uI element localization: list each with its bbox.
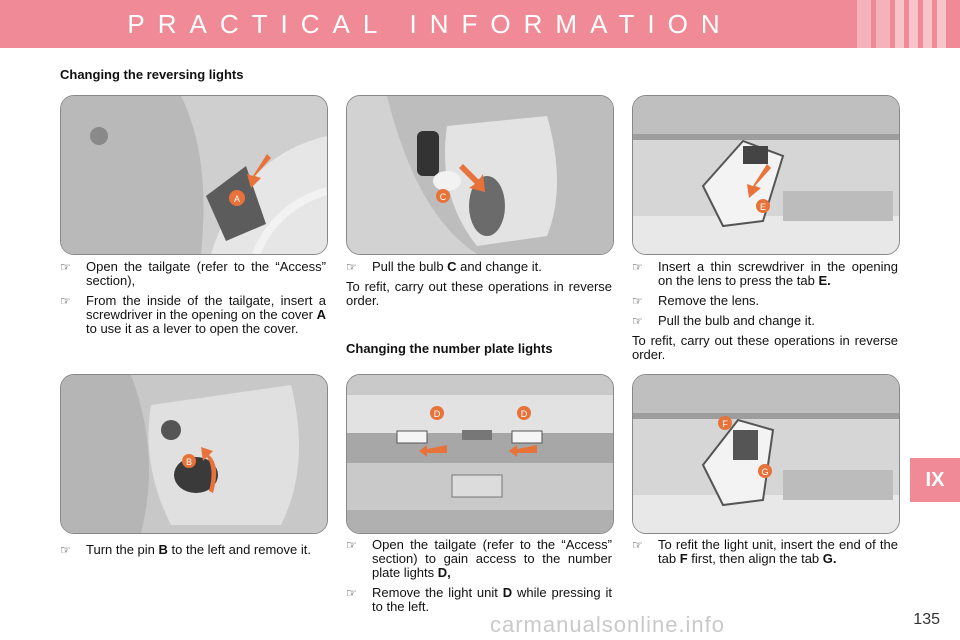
col3-top-instructions: ☞ Insert a thin screwdriver in the openi… <box>632 260 898 362</box>
bullet-icon: ☞ <box>60 543 71 557</box>
header-stripes <box>857 0 946 48</box>
bullet-icon: ☞ <box>346 260 357 274</box>
label-d-right: D <box>521 409 528 419</box>
instruction-item: ☞ Pull the bulb and change it. <box>632 313 815 329</box>
photo-number-plate-lights: D D <box>346 374 614 534</box>
col2-top-instructions: ☞ Pull the bulb C and change it. To refi… <box>346 260 612 308</box>
bullet-icon: ☞ <box>632 294 643 308</box>
instruction-item: ☞ Open the tailgate (refer to the “Acces… <box>60 259 326 288</box>
bullet-icon: ☞ <box>60 260 71 274</box>
photo-pin-b: B <box>60 374 328 534</box>
label-f: F <box>722 419 728 429</box>
photo-tailgate-cover: A <box>60 95 328 255</box>
instruction-item: ☞ Open the tailgate (refer to the “Acces… <box>346 537 612 580</box>
photo-reversing-bulb: C <box>346 95 614 255</box>
label-b: B <box>186 457 192 467</box>
page-number: 135 <box>913 611 940 628</box>
heading-number-plate-lights: Changing the number plate lights <box>346 341 553 356</box>
bullet-icon: ☞ <box>346 586 357 600</box>
bullet-icon: ☞ <box>346 538 357 552</box>
bullet-icon: ☞ <box>60 294 71 308</box>
heading-reversing-lights: Changing the reversing lights <box>60 67 244 82</box>
photo-light-unit-tab-e: E <box>632 95 900 255</box>
col1-top-instructions: ☞ Open the tailgate (refer to the “Acces… <box>60 260 326 342</box>
col1-bottom-instructions: ☞ Turn the pin B to the left and remove … <box>60 543 326 563</box>
instruction-item: ☞ Remove the lens. <box>632 293 760 309</box>
instruction-item: ☞ To refit the light unit, insert the en… <box>632 537 898 566</box>
label-g: G <box>761 467 768 477</box>
watermark: carmanualsonline.info <box>490 612 726 637</box>
page-title: PRACTICAL INFORMATION <box>127 9 733 39</box>
instruction-item: ☞ Pull the bulb C and change it. <box>346 259 542 275</box>
photo-light-unit-refit: F G <box>632 374 900 534</box>
instruction-item: ☞ From the inside of the tailgate, inser… <box>60 293 326 336</box>
col2-bottom-instructions: ☞ Open the tailgate (refer to the “Acces… <box>346 538 612 620</box>
instruction-item: ☞ Turn the pin B to the left and remove … <box>60 542 311 558</box>
section-tab[interactable]: IX <box>910 458 960 502</box>
bullet-icon: ☞ <box>632 260 643 274</box>
label-d-left: D <box>434 409 441 419</box>
bullet-icon: ☞ <box>632 538 643 552</box>
col3-bottom-instructions: ☞ To refit the light unit, insert the en… <box>632 538 898 572</box>
label-a: A <box>234 194 240 204</box>
page-header: PRACTICAL INFORMATION <box>0 0 960 48</box>
label-c: C <box>440 192 447 202</box>
instruction-item: ☞ Insert a thin screwdriver in the openi… <box>632 259 898 288</box>
bullet-icon: ☞ <box>632 314 643 328</box>
label-e: E <box>760 202 766 212</box>
refit-note: To refit, carry out these operations in … <box>632 333 898 362</box>
instruction-item: ☞ Remove the light unit D while pressing… <box>346 585 612 614</box>
refit-note: To refit, carry out these operations in … <box>346 279 612 308</box>
